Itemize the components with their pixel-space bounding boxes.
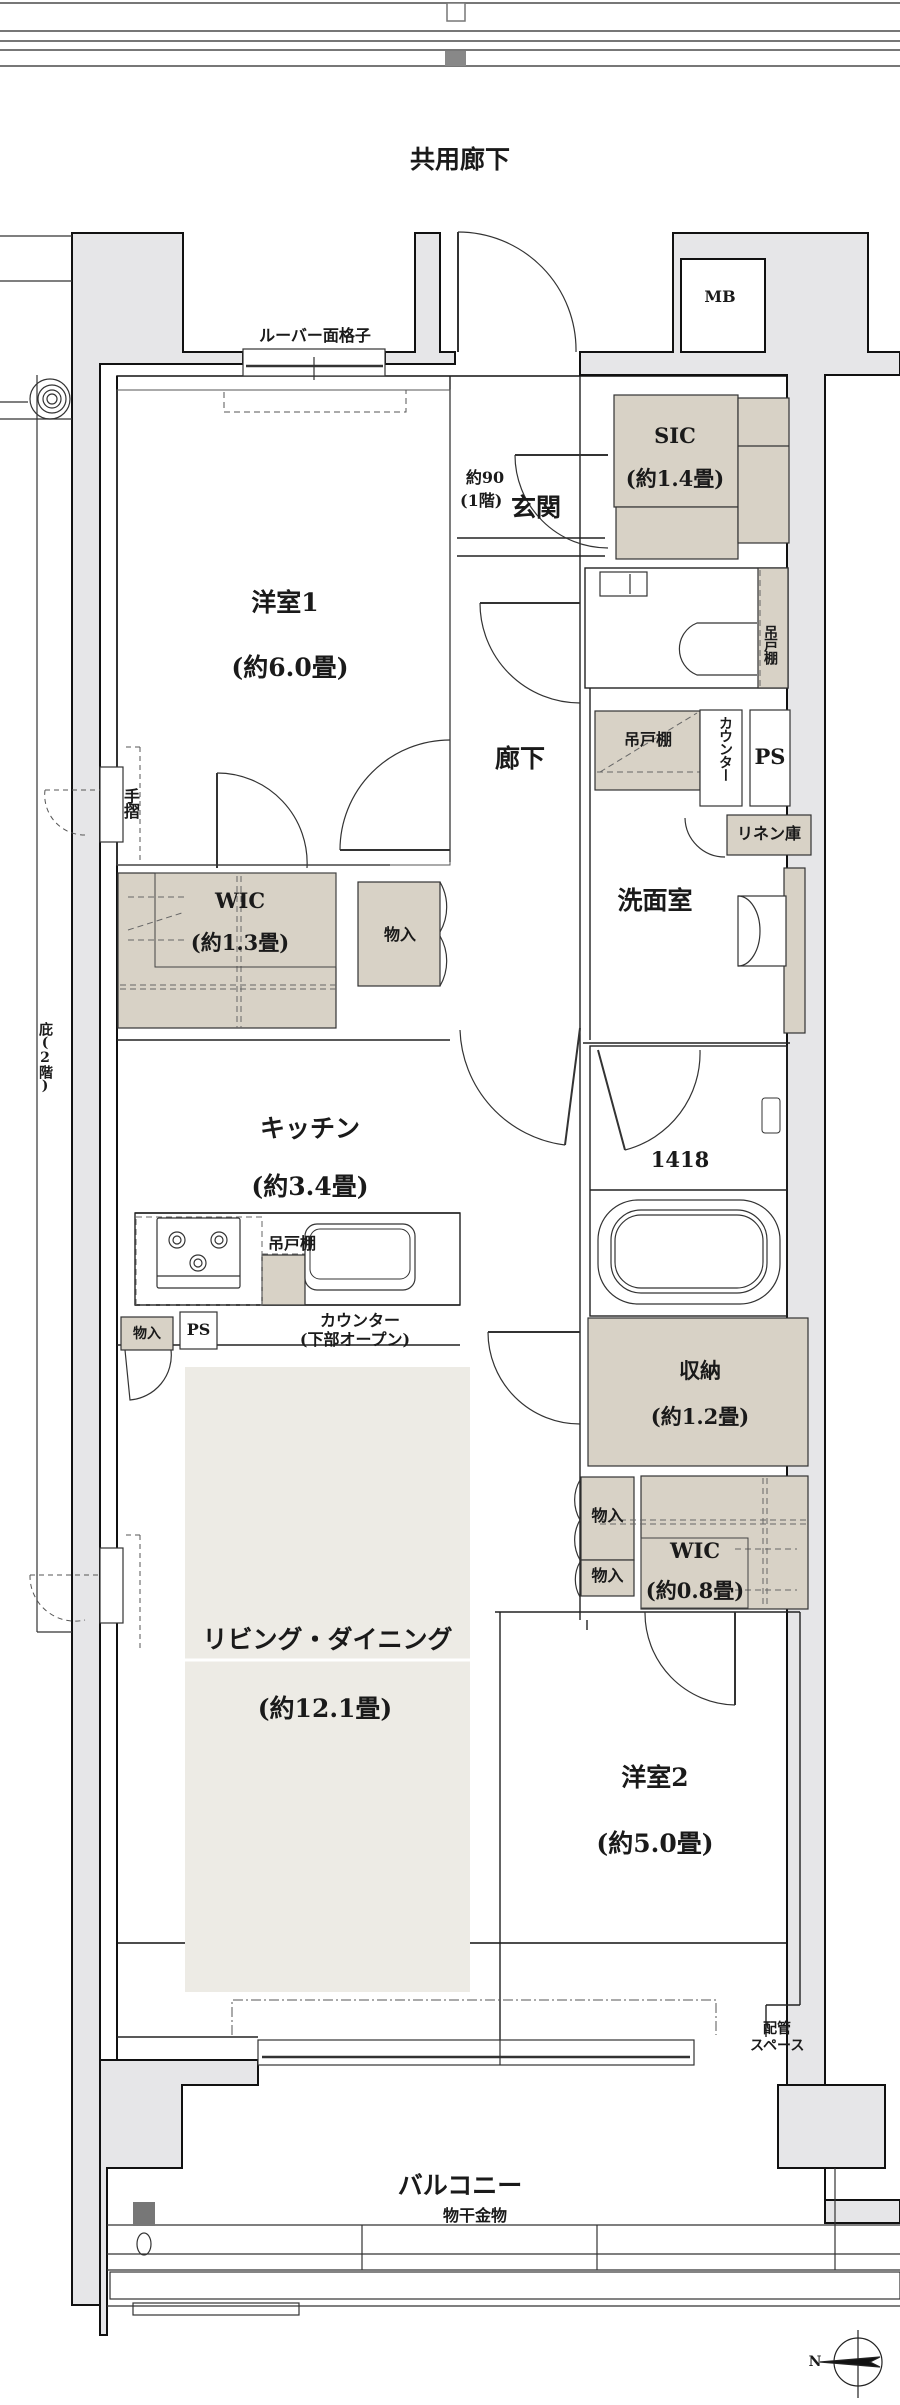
washroom-counter-label: カウンター <box>717 716 733 781</box>
kitchen-shelf-label: 吊戸棚 <box>267 1234 316 1253</box>
wic-2-name: WIC <box>669 1538 721 1563</box>
toilet-icon <box>599 571 757 676</box>
wic-1-name: WIC <box>214 888 266 913</box>
living-dining-name: リビング・ダイニング <box>202 1625 453 1654</box>
wic-2-area: (約0.8畳) <box>645 1578 745 1603</box>
storage-closet-4-label: 物入 <box>591 1566 624 1585</box>
kitchen-name: キッチン <box>259 1114 360 1143</box>
western-room-2-name: 洋室2 <box>621 1763 689 1792</box>
compass-north-label: N <box>808 2354 822 2370</box>
drain-icon <box>29 378 71 420</box>
meter-box-label: MB <box>704 287 736 306</box>
structural-walls <box>71 232 900 2336</box>
washroom-shelf-label: 吊戸棚 <box>623 730 672 749</box>
storage-closet-1-label: 物入 <box>383 925 416 944</box>
handrail-label: 手摺 <box>121 788 140 818</box>
storage-room-area: (約1.2畳) <box>650 1404 750 1429</box>
doors <box>124 231 736 1706</box>
linen-cabinet-label: リネン庫 <box>736 824 801 843</box>
washroom-ps-label: PS <box>754 744 786 769</box>
western-room-2-area: (約5.0畳) <box>596 1829 714 1858</box>
kitchen-counter-line2: (下部オープン) <box>299 1330 411 1349</box>
piping-space-line1: 配管 <box>763 2021 791 2037</box>
compass-icon <box>819 2330 883 2398</box>
eaves-label: 庇(2階) <box>37 1022 53 1093</box>
entrance-ceiling-note-2: (1階) <box>460 491 503 510</box>
kitchen-ps-label: PS <box>186 1320 211 1339</box>
storage-fills <box>117 394 812 1610</box>
storage-closet-2-label: 物入 <box>133 1326 161 1342</box>
balcony-label: バルコニー <box>397 2171 523 2200</box>
bathroom-size-label: 1418 <box>650 1147 710 1172</box>
kitchen-area: (約3.4畳) <box>251 1172 369 1201</box>
common-corridor-label: 共用廊下 <box>409 145 510 174</box>
living-floor <box>185 1367 470 1992</box>
louver-lattice-label: ルーバー面格子 <box>259 326 371 345</box>
toilet-shelf-label: 吊戸棚 <box>762 625 778 664</box>
sic-name: SIC <box>654 423 696 448</box>
sic-area: (約1.4畳) <box>625 466 725 491</box>
storage-closet-3-label: 物入 <box>591 1506 624 1525</box>
louver-window <box>242 348 386 380</box>
entrance-label: 玄関 <box>510 493 561 522</box>
washroom-label: 洗面室 <box>617 886 693 915</box>
western-room-1-area: (約6.0畳) <box>231 653 349 682</box>
western-room-1-name: 洋室1 <box>251 588 319 617</box>
kitchen-sink <box>304 1223 416 1291</box>
entrance-ceiling-note-1: 約90 <box>465 468 505 487</box>
laundry-hanger-label: 物干金物 <box>442 2206 507 2225</box>
living-dining-area: (約12.1畳) <box>257 1694 393 1723</box>
piping-space-line2: スペース <box>750 2038 805 2054</box>
wic-1-area: (約1.3畳) <box>190 930 290 955</box>
meter-box <box>680 258 766 353</box>
stove-icon <box>156 1217 241 1289</box>
bathtub-icon <box>597 1199 781 1305</box>
kitchen-counter-line1: カウンター <box>319 1311 400 1330</box>
hallway-label: 廊下 <box>494 744 545 773</box>
storage-room-name: 収納 <box>679 1358 721 1383</box>
